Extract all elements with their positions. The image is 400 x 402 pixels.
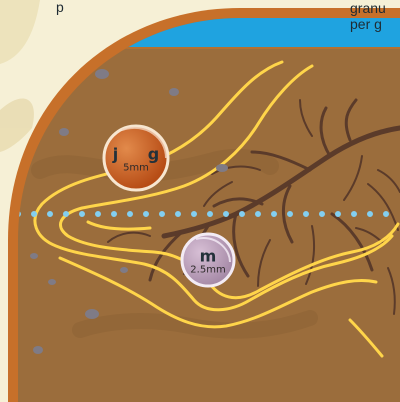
water-band: [0, 18, 400, 48]
caption: granu per g: [350, 0, 400, 32]
large-grain-size: 5mm: [101, 164, 172, 174]
small-grain-letter: m: [190, 249, 225, 265]
caption-line-1: granu: [350, 0, 400, 16]
top-caption-fragment: p: [56, 0, 64, 14]
small-grain-label: m 2.5mm: [190, 249, 225, 276]
large-grain-label: j g 5mm: [101, 147, 172, 174]
large-grain-letters: j g: [113, 147, 172, 163]
caption-line-2: per g: [350, 16, 400, 32]
small-grain-size: 2.5mm: [190, 266, 225, 276]
